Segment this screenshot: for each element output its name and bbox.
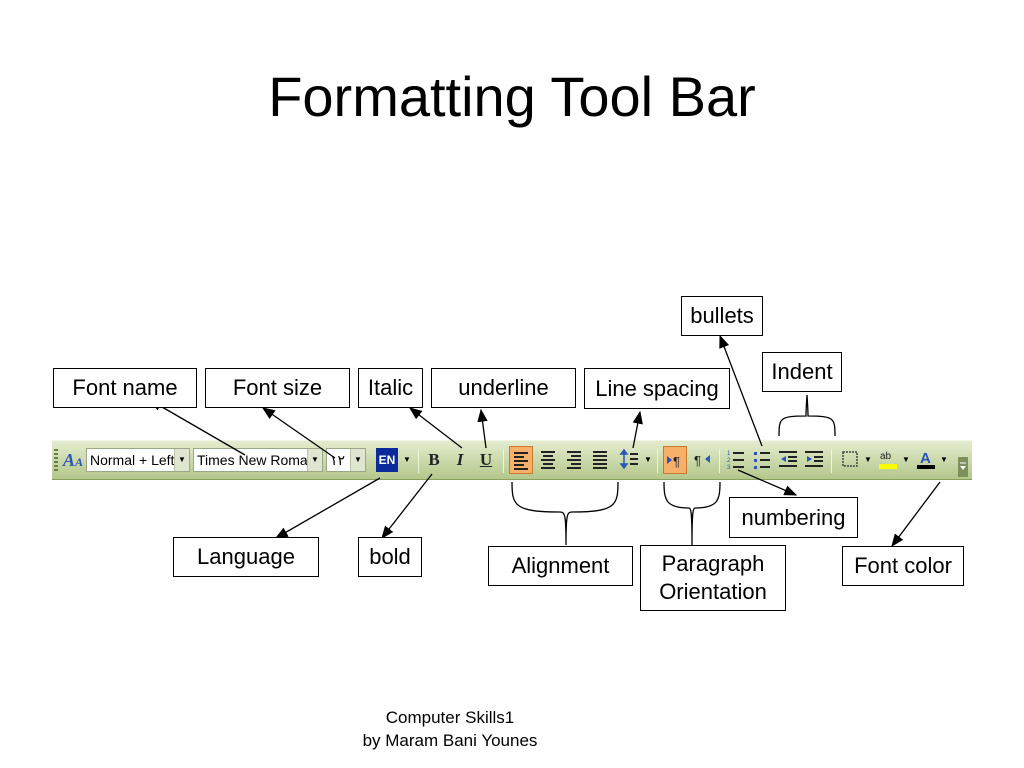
borders-dropdown-icon[interactable]: ▼ xyxy=(864,455,872,464)
justify-icon xyxy=(593,451,607,469)
label-italic: Italic xyxy=(358,368,423,408)
align-right-icon xyxy=(567,451,581,469)
bulleted-list-icon xyxy=(754,452,770,469)
label-paragraph-orientation-line2: Orientation xyxy=(659,579,767,604)
toolbar-separator xyxy=(657,449,658,473)
bold-arrow xyxy=(381,473,433,540)
font-name-value: Times New Roman xyxy=(197,452,316,468)
orientation-bracket xyxy=(663,481,721,546)
highlight-dropdown-icon[interactable]: ▼ xyxy=(902,455,910,464)
toolbar-separator xyxy=(503,449,504,473)
font-color-glyph: A xyxy=(920,450,931,467)
label-alignment: Alignment xyxy=(488,546,633,586)
right-to-left-button[interactable]: ¶ xyxy=(690,446,714,474)
label-numbering: numbering xyxy=(729,497,858,538)
numbering-arrow xyxy=(737,469,798,496)
italic-button[interactable]: I xyxy=(456,450,464,469)
label-font-name: Font name xyxy=(53,368,197,408)
font-color-dropdown-icon[interactable]: ▼ xyxy=(940,455,948,464)
font-color-icon: A xyxy=(917,450,935,469)
label-language: Language xyxy=(173,537,319,577)
align-left-icon xyxy=(514,452,528,470)
indent-bracket xyxy=(778,394,836,437)
toolbar-options-button[interactable] xyxy=(958,457,968,477)
chevron-down-icon[interactable]: ▼ xyxy=(174,449,189,471)
highlighter-icon: ab xyxy=(879,451,897,469)
svg-text:1: 1 xyxy=(727,451,731,457)
toolbar-options-icon xyxy=(960,462,966,470)
language-dropdown-icon[interactable]: ▼ xyxy=(403,455,411,464)
font-size-combo[interactable]: ١٢ ▼ xyxy=(326,448,366,472)
chevron-down-icon[interactable]: ▼ xyxy=(307,449,322,471)
label-bullets: bullets xyxy=(681,296,763,336)
font-size-arrow xyxy=(261,407,336,459)
label-bold: bold xyxy=(358,537,422,577)
numbered-list-icon: 123 xyxy=(727,451,744,471)
italic-arrow xyxy=(408,407,463,449)
font-size-value: ١٢ xyxy=(330,452,346,468)
toolbar-separator xyxy=(418,449,419,473)
increase-indent-icon xyxy=(805,451,823,467)
justify-button[interactable] xyxy=(588,446,612,474)
toolbar-separator xyxy=(831,449,832,473)
increase-indent-button[interactable] xyxy=(802,446,826,474)
align-center-icon xyxy=(541,451,555,469)
label-font-size: Font size xyxy=(205,368,350,408)
decrease-indent-button[interactable] xyxy=(776,446,800,474)
underline-button[interactable]: U xyxy=(479,450,493,469)
left-to-right-button[interactable]: ¶ xyxy=(663,446,687,474)
slide-footer: Computer Skills1 by Maram Bani Younes xyxy=(300,706,600,752)
toolbar-separator xyxy=(719,449,720,473)
styles-and-formatting-icon[interactable]: AA xyxy=(63,450,84,470)
rtl-paragraph-icon: ¶ xyxy=(694,453,710,468)
font-color-button[interactable]: A xyxy=(914,446,938,474)
label-underline: underline xyxy=(431,368,576,408)
chevron-down-icon[interactable]: ▼ xyxy=(350,449,365,471)
highlight-glyph: ab xyxy=(880,451,892,462)
font-color-arrow xyxy=(891,481,941,548)
line-spacing-icon xyxy=(619,448,638,470)
footer-line-2: by Maram Bani Younes xyxy=(362,731,538,750)
language-button[interactable]: EN xyxy=(376,448,398,472)
label-indent: Indent xyxy=(762,352,842,392)
decrease-indent-icon xyxy=(779,451,797,467)
ltr-paragraph-icon: ¶ xyxy=(667,454,680,469)
line-spacing-dropdown-icon[interactable]: ▼ xyxy=(644,455,652,464)
svg-text:¶: ¶ xyxy=(673,454,680,469)
alignment-bracket xyxy=(511,481,619,546)
line-spacing-button[interactable] xyxy=(618,446,642,474)
svg-text:3: 3 xyxy=(727,465,731,471)
slide-title: Formatting Tool Bar xyxy=(268,65,756,128)
toolbar-grip-handle[interactable] xyxy=(54,449,58,473)
bullets-button[interactable] xyxy=(750,446,774,474)
highlight-button[interactable]: ab xyxy=(876,446,900,474)
font-name-combo[interactable]: Times New Roman ▼ xyxy=(193,448,323,472)
label-font-color: Font color xyxy=(842,546,964,586)
language-arrow xyxy=(274,477,381,539)
align-left-button[interactable] xyxy=(509,446,533,474)
line-spacing-arrow xyxy=(632,410,643,449)
bullets-arrow xyxy=(719,334,763,447)
align-center-button[interactable] xyxy=(536,446,560,474)
svg-text:2: 2 xyxy=(727,458,731,464)
underline-arrow xyxy=(477,408,488,449)
align-right-button[interactable] xyxy=(562,446,586,474)
style-combo-value: Normal + Left-t xyxy=(90,452,183,468)
label-paragraph-orientation-line1: Paragraph xyxy=(661,551,765,576)
svg-text:¶: ¶ xyxy=(694,453,701,468)
footer-line-1: Computer Skills1 xyxy=(385,708,515,727)
borders-icon xyxy=(842,451,858,467)
formatting-toolbar: AA Normal + Left-t ▼ Times New Roman ▼ ١… xyxy=(52,440,972,480)
label-paragraph-orientation: Paragraph Orientation xyxy=(640,545,786,611)
borders-button[interactable] xyxy=(838,446,862,474)
label-line-spacing: Line spacing xyxy=(584,368,730,409)
bold-button[interactable]: B xyxy=(428,450,440,469)
style-combo[interactable]: Normal + Left-t ▼ xyxy=(86,448,190,472)
font-name-arrow xyxy=(148,399,246,456)
